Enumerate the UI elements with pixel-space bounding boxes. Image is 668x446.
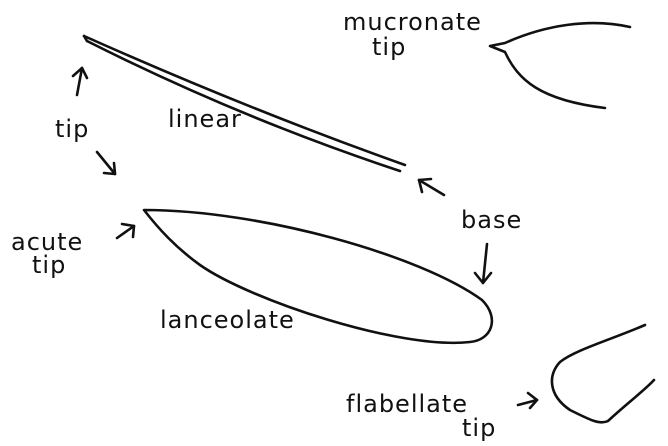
label-lanceolate: lanceolate — [160, 306, 295, 334]
arrow-tip-to-acute — [97, 152, 115, 174]
arrow-to-flabellate-tip — [518, 393, 537, 408]
label-acute-tip: tip — [32, 251, 66, 279]
label-linear: linear — [168, 105, 242, 133]
label-mucronate-tip: tip — [372, 33, 406, 61]
label-flabellate: flabellate — [346, 390, 468, 418]
label-flabellate-tip: tip — [462, 414, 496, 442]
linear-leaf — [84, 36, 405, 171]
arrow-to-acute-tip — [117, 224, 134, 238]
mucronate-tip-shape — [490, 23, 630, 108]
arrow-to-linear-base — [419, 179, 444, 195]
flabellate-tip-shape — [552, 325, 654, 422]
label-mucronate: mucronate — [343, 8, 482, 36]
arrow-to-linear-tip — [73, 68, 87, 95]
label-base: base — [461, 206, 522, 234]
label-tip: tip — [55, 115, 89, 143]
arrow-to-lanceolate-base — [475, 244, 491, 283]
